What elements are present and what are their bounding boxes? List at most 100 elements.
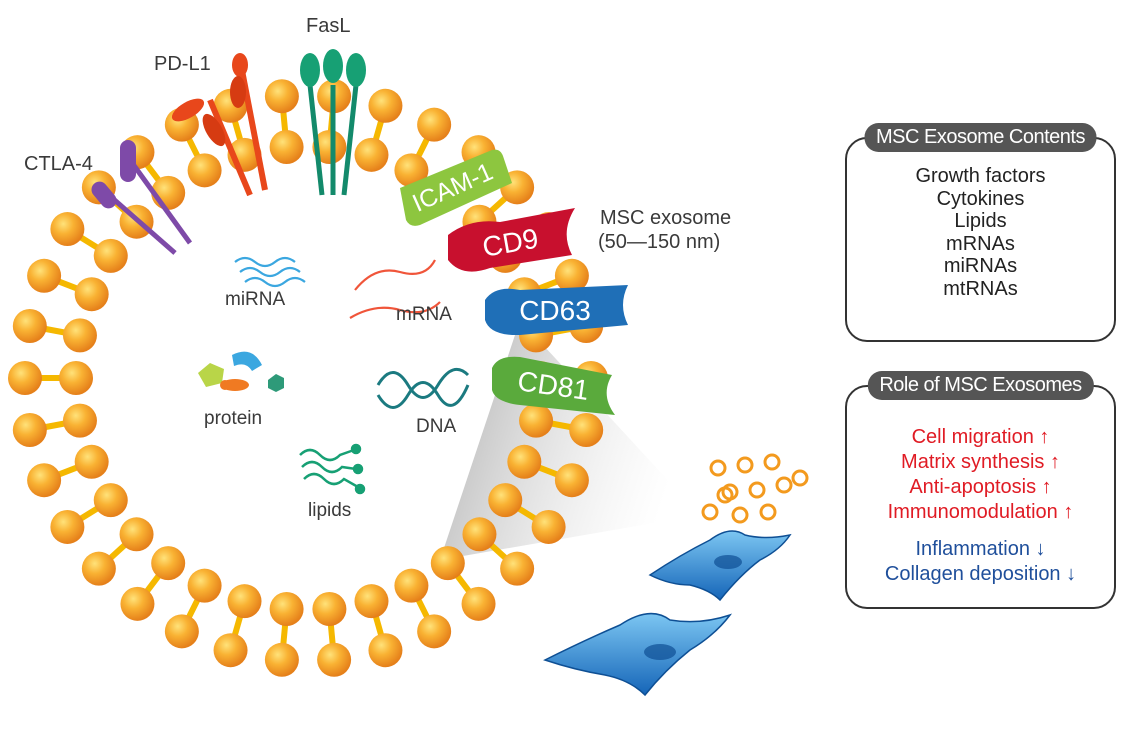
list-item: Inflammation ↓ (915, 538, 1046, 560)
down-effects-list: Inflammation ↓ Collagen deposition ↓ (847, 525, 1114, 587)
lipid-head (93, 238, 128, 273)
lipid-head (74, 444, 109, 479)
lipids-label: lipids (308, 500, 351, 521)
lipid-head (8, 361, 42, 395)
lipid-head (461, 586, 496, 621)
lipid-head (462, 517, 497, 552)
exosome-vesicle (709, 459, 727, 477)
cd63-tag: CD63 (485, 285, 628, 336)
lipid-head (519, 403, 554, 438)
ctla4-label: CTLA-4 (24, 153, 93, 175)
exosome-vesicle (763, 453, 781, 471)
lipid-head (187, 568, 222, 603)
lipid-head (59, 361, 93, 395)
pdl1-label: PD-L1 (154, 53, 211, 75)
exosome-cluster (701, 453, 809, 524)
fasl-icon (300, 49, 366, 196)
mirna-icon (234, 256, 306, 288)
contents-list: Growth factors Cytokines Lipids mRNAs mi… (847, 139, 1114, 300)
lipids-icon (299, 443, 366, 495)
mrna-label: mRNA (396, 304, 452, 325)
ctla4-icon (91, 140, 193, 255)
cd9-tag: CD9 (448, 208, 575, 272)
exosome-vesicle (759, 503, 777, 521)
lipid-head (531, 509, 566, 544)
lipid-head (554, 258, 589, 293)
dna-label: DNA (416, 416, 456, 437)
up-effects-list: Cell migration ↑ Matrix synthesis ↑ Anti… (847, 387, 1114, 525)
exosome-vesicle (791, 469, 809, 487)
mrna-icon (349, 259, 441, 319)
list-item: mtRNAs (943, 277, 1018, 300)
contents-panel: MSC Exosome Contents Growth factors Cyto… (845, 123, 1116, 342)
lipid-head (187, 153, 222, 188)
lipid-head (50, 509, 85, 544)
lipid-head (394, 153, 429, 188)
lipid-head (119, 517, 154, 552)
lipid-head (269, 592, 304, 627)
lipid-head (354, 584, 389, 619)
list-item: Collagen deposition ↓ (884, 563, 1077, 585)
mirna-label: miRNA (225, 289, 285, 310)
lipid-head (317, 642, 352, 677)
lipid-head (12, 413, 47, 448)
list-item: Matrix synthesis ↑ (901, 451, 1060, 473)
lipid-head (27, 258, 62, 293)
list-item: Growth factors (915, 165, 1046, 187)
list-item: mRNAs (946, 232, 1015, 255)
lipid-head (120, 586, 155, 621)
list-item: Anti-apoptosis ↑ (909, 476, 1052, 498)
icam1-tag: ICAM-1 (400, 149, 512, 226)
exosome-vesicle (775, 476, 793, 494)
cell-icon (543, 612, 733, 697)
lipid-head (50, 212, 85, 247)
lipid-head (312, 592, 347, 627)
lipid-head (62, 403, 97, 438)
list-item: Immunomodulation ↑ (887, 501, 1074, 523)
lipid-head (93, 483, 128, 518)
lipid-head (62, 318, 97, 353)
contents-panel-title: MSC Exosome Contents (864, 123, 1097, 152)
lipid-head (417, 614, 452, 649)
lipid-head (394, 568, 429, 603)
protein-label: protein (204, 408, 262, 429)
lipid-head (269, 129, 304, 164)
exosome-vesicle (731, 506, 749, 524)
exosome-name-label: MSC exosome (600, 207, 731, 229)
lipid-head (430, 546, 465, 581)
lipid-head (368, 88, 403, 123)
list-item: Lipids (954, 210, 1007, 232)
exosome-vesicle (716, 486, 734, 504)
lipid-head (74, 277, 109, 312)
lipid-head (417, 107, 452, 142)
lipid-head (81, 551, 116, 586)
pdl1-icon (171, 53, 268, 197)
cd81-tag: CD81 (492, 356, 615, 415)
roles-panel-title: Role of MSC Exosomes (867, 371, 1094, 400)
lipid-head (488, 483, 523, 518)
fasl-label: FasL (306, 15, 350, 37)
lipid-head (213, 633, 248, 668)
lipid-head (12, 308, 47, 343)
exosome-vesicle (748, 481, 766, 499)
lipid-head (264, 79, 299, 114)
lipid-head (227, 584, 262, 619)
lipid-head (569, 413, 604, 448)
lipid-head (354, 137, 389, 172)
protein-icon (198, 351, 284, 392)
list-item: Cell migration ↑ (911, 426, 1050, 448)
list-item: Cytokines (936, 187, 1025, 210)
list-item: miRNAs (943, 255, 1018, 277)
exosome-size-label: (50—150 nm) (598, 231, 720, 253)
lipid-head (312, 129, 347, 164)
lipid-head (500, 551, 535, 586)
lipid-head (368, 633, 403, 668)
cell-icon (648, 530, 792, 602)
dna-icon (376, 367, 470, 409)
lipid-head (151, 546, 186, 581)
exosome-vesicle (736, 456, 754, 474)
lipid-head (264, 642, 299, 677)
lipid-head (164, 614, 199, 649)
lipid-head (554, 463, 589, 498)
